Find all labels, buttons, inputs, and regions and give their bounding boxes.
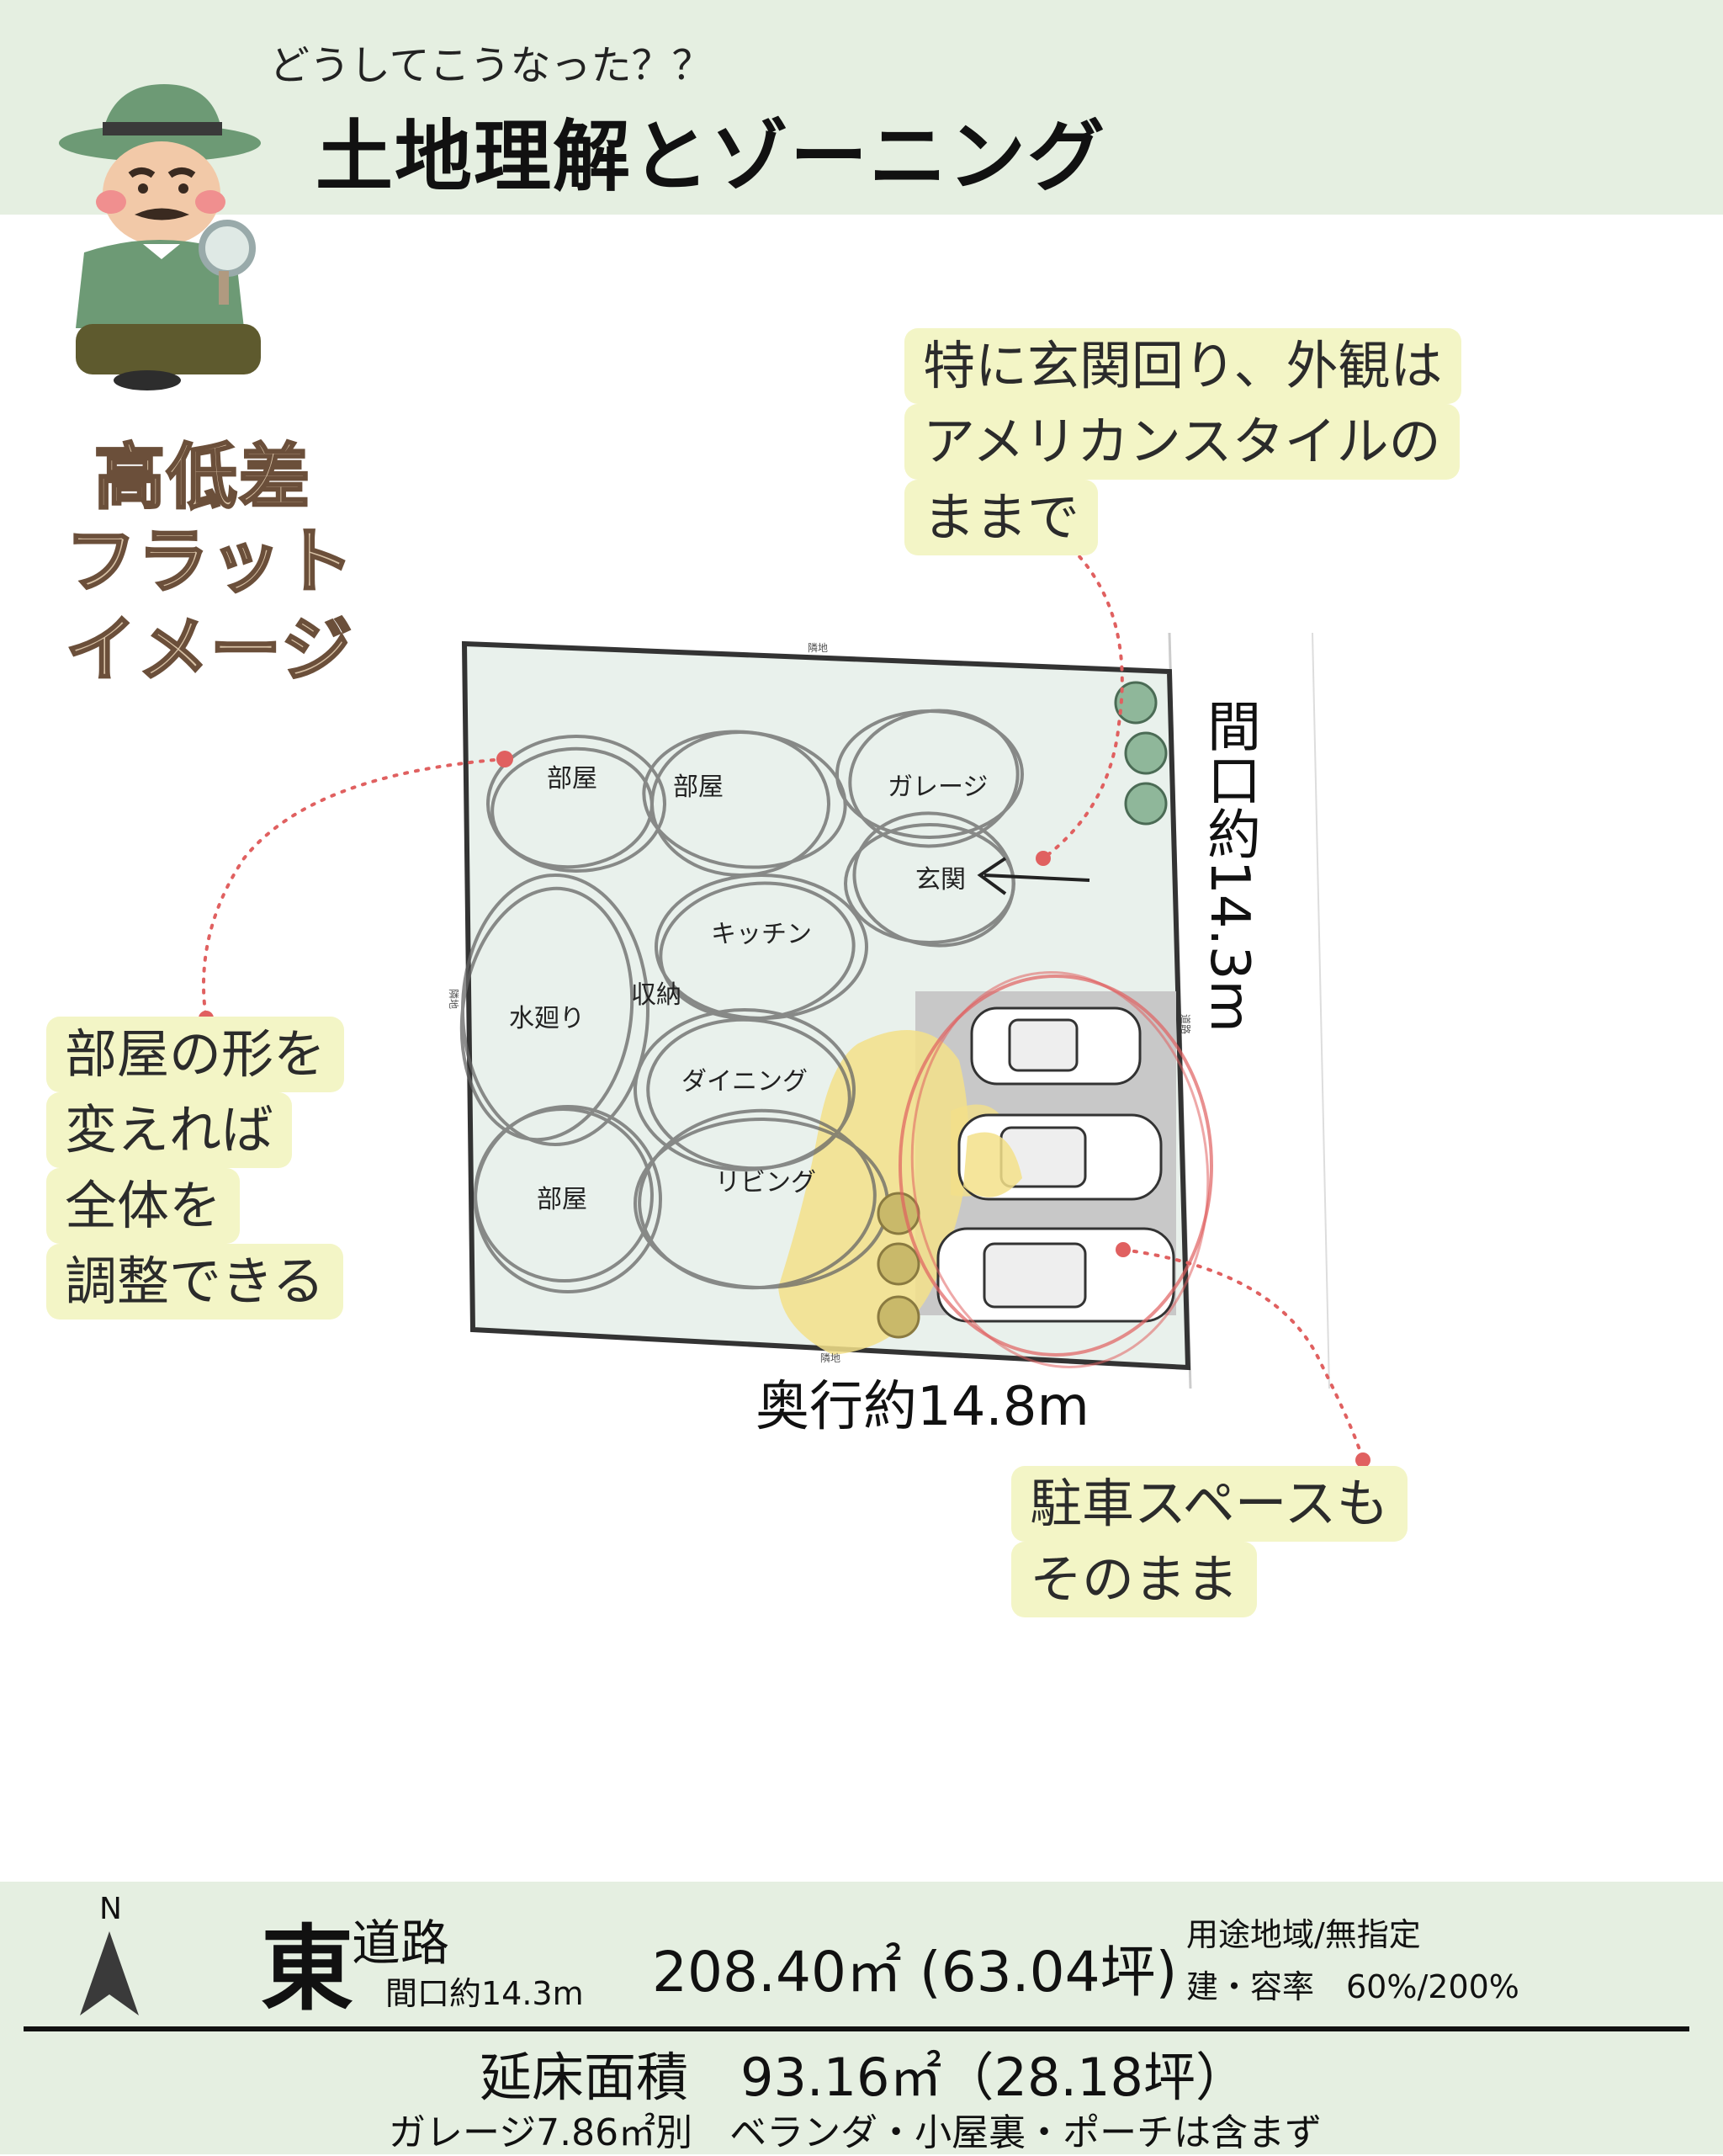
badge-flat: フラット	[64, 519, 356, 604]
neighbor-label: 隣地	[808, 641, 828, 654]
leader-dot	[496, 751, 513, 767]
zone-label-room: 部屋	[673, 773, 724, 802]
car-window	[1008, 1018, 1079, 1072]
road-label: 道路	[1180, 1014, 1192, 1034]
road-label-footer: 道路	[352, 1914, 450, 1972]
zone-label-water: 水廻り	[509, 1004, 585, 1033]
zone-circle	[486, 735, 666, 873]
north-label: N	[99, 1892, 122, 1926]
shrub-icon	[877, 1192, 920, 1235]
frontage-dimension: 間口約14.3m	[1198, 698, 1260, 1033]
zone-circle	[852, 811, 1015, 948]
zone-label-garage: ガレージ	[888, 773, 988, 802]
depth-dimension: 奥行約14.8m	[755, 1376, 1089, 1438]
detective-mascot-icon	[59, 84, 261, 390]
zone-circle	[659, 881, 856, 1021]
footer-band	[0, 1882, 1723, 2154]
neighbor-label: 隣地	[820, 1351, 840, 1364]
zone-circle	[646, 1017, 851, 1171]
footer-divider	[24, 2026, 1689, 2031]
tree-icon	[1114, 681, 1158, 725]
direction-label: 東	[261, 1915, 353, 2023]
entrance-arrow-icon	[977, 857, 1090, 895]
page-title: 土地理解とゾーニング	[315, 112, 1107, 202]
north-arrow-icon	[80, 1931, 139, 2015]
callout-parking: 駐車スペースも そのまま	[1011, 1466, 1408, 1617]
frontage-footer: 間口約14.3m	[385, 1975, 584, 2012]
zone-circle	[638, 1108, 877, 1290]
floor-area: 延床面積 93.16㎡（28.18坪）	[480, 2047, 1248, 2108]
shrub-icon	[877, 1295, 920, 1339]
tree-icon	[1124, 731, 1168, 775]
zoning-label: 用途地域/無指定	[1186, 1916, 1421, 1953]
leader-line-rooms	[202, 757, 506, 1020]
header-subtitle: どうしてこうなった？？	[269, 42, 713, 89]
zone-circle	[642, 730, 847, 869]
badge-image: イメージ	[64, 608, 354, 693]
road-edge-line	[1312, 632, 1330, 1389]
neighbor-label: 隣地	[448, 989, 460, 1009]
badge-level-difference: 高低差	[93, 435, 312, 520]
zone-label-room: 部屋	[547, 764, 597, 794]
callout-entrance: 特に玄関回り、外観は アメリカンスタイルの ままで	[904, 328, 1461, 555]
zone-circle	[848, 709, 1020, 848]
zone-circle	[474, 1107, 654, 1283]
zone-label-entrance: 玄関	[915, 865, 966, 895]
leader-dot	[1116, 1242, 1131, 1257]
floor-area-note: ガレージ7.86㎡別 ベランダ・小屋裏・ポーチは含まず	[389, 2111, 1323, 2154]
parking-highlight	[899, 974, 1213, 1357]
zone-label-dining: ダイニング	[681, 1067, 808, 1097]
zone-circle	[634, 1008, 856, 1171]
leader-line-entrance	[1042, 539, 1124, 860]
callout-rooms: 部屋の形を 変えれば 全体を 調整できる	[46, 1017, 345, 1320]
car-window	[983, 1242, 1087, 1309]
yard-yellow-area	[963, 1132, 1022, 1197]
site-area: 208.40㎡ (63.04坪)	[652, 1940, 1178, 2005]
parking-highlight	[910, 971, 1210, 1368]
zone-label-living: リビング	[715, 1168, 816, 1197]
shrub-icon	[877, 1242, 920, 1286]
coverage-label: 建・容率 60%/200%	[1186, 1968, 1519, 2005]
leader-dot	[1036, 851, 1051, 866]
zone-label-storage: 収納	[631, 980, 681, 1010]
header-band	[0, 0, 1723, 215]
leader-dot	[1355, 1452, 1370, 1468]
tree-icon	[1124, 782, 1168, 826]
zone-label-kitchen: キッチン	[711, 920, 812, 949]
zone-circle	[459, 886, 634, 1142]
zone-label-room: 部屋	[537, 1185, 587, 1214]
